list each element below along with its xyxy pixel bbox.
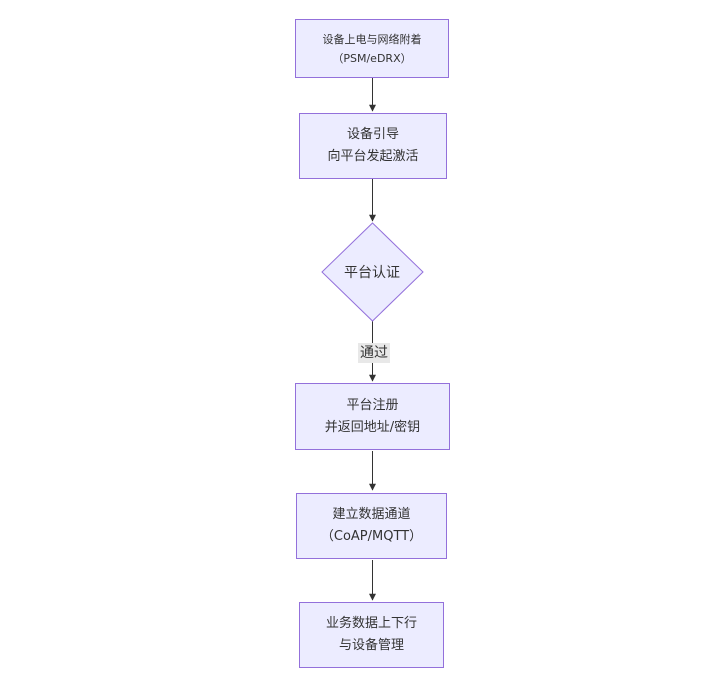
node-power-attach-line1: 设备上电与网络附着	[322, 32, 422, 46]
node-data-channel-line2: （CoAP/MQTT）	[320, 529, 423, 544]
node-business-data-line1: 业务数据上下行	[325, 616, 417, 631]
node-business-data: 业务数据上下行 与设备管理	[299, 602, 444, 668]
node-power-attach-line2: （PSM/eDRX）	[332, 51, 412, 65]
node-power-attach: 设备上电与网络附着 （PSM/eDRX）	[295, 19, 449, 78]
edge-pass-label: 通过	[358, 343, 390, 363]
node-platform-auth-diamond	[321, 222, 424, 322]
node-bootstrap-line2: 向平台发起激活	[327, 149, 419, 164]
node-bootstrap-line1: 设备引导	[346, 127, 399, 142]
node-platform-register: 平台注册 并返回地址/密钥	[295, 383, 450, 450]
node-data-channel: 建立数据通道 （CoAP/MQTT）	[296, 493, 447, 559]
node-platform-register-line1: 平台注册	[346, 397, 399, 413]
node-business-data-line2: 与设备管理	[338, 638, 404, 653]
node-platform-auth-label: 平台认证	[344, 265, 400, 281]
node-platform-register-line2: 并返回地址/密钥	[324, 419, 421, 435]
node-data-channel-line1: 建立数据通道	[332, 507, 411, 522]
node-bootstrap: 设备引导 向平台发起激活	[299, 113, 447, 179]
